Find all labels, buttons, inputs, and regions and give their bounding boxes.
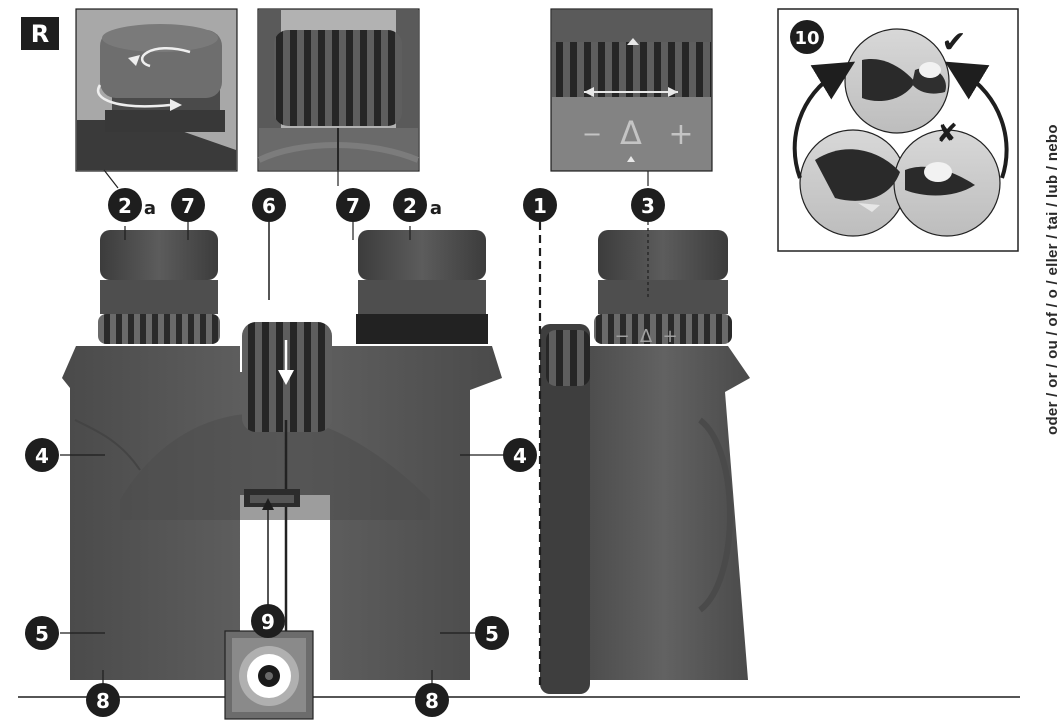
badge-9-text: 9 xyxy=(261,610,275,634)
binocular-front-view xyxy=(62,230,502,690)
incorrect-mark-icon: ✘ xyxy=(936,119,958,149)
section-label: R xyxy=(21,17,59,50)
badge-5-right: 5 xyxy=(475,616,509,650)
diopter-center-label: Δ xyxy=(620,114,642,152)
badge-7-left: 7 xyxy=(171,188,205,222)
badge-8-right: 8 xyxy=(415,683,449,717)
badge-10 xyxy=(790,20,824,54)
badge-8-left: 8 xyxy=(86,683,120,717)
badge-4-left-text: 4 xyxy=(35,444,49,468)
badge-1: 1 xyxy=(523,188,557,222)
binocular-side-view: − Δ + xyxy=(540,230,750,694)
inset-tripod-socket xyxy=(224,630,314,720)
eyecup-side xyxy=(598,230,728,280)
eyepiece-center-label: Δ xyxy=(640,326,653,347)
callout-badges: 2 a 7 6 7 2 a 1 3 4 xyxy=(25,188,665,717)
badge-2a-right-text: 2 xyxy=(403,194,417,218)
badge-6: 6 xyxy=(252,188,286,222)
eyecup-right xyxy=(358,230,486,280)
badge-5-right-text: 5 xyxy=(485,622,499,646)
side-caption: oder / or / ou / of / o / eller / tai / … xyxy=(1044,124,1058,435)
badge-6-text: 6 xyxy=(262,194,276,218)
badge-2a-left-suffix: a xyxy=(144,198,156,219)
badge-7-left-text: 7 xyxy=(181,194,195,218)
inset-focus-wheel xyxy=(257,8,420,186)
diopter-ring-side xyxy=(594,314,732,344)
eyecup-left xyxy=(100,230,218,280)
badge-1-text: 1 xyxy=(533,194,547,218)
badge-2a-left-text: 2 xyxy=(118,194,132,218)
badge-2a-right: 2 a xyxy=(393,188,442,222)
diopter-minus-label: − xyxy=(582,120,602,148)
badge-8-left-text: 8 xyxy=(96,689,110,713)
badge-3-text: 3 xyxy=(641,194,655,218)
diopter-plus-label: + xyxy=(668,117,693,152)
inset-diopter-scale: − Δ + xyxy=(550,8,713,186)
eyepiece-plus-label: + xyxy=(662,326,677,347)
ring-right xyxy=(356,314,488,344)
badge-4-left: 4 xyxy=(25,438,59,472)
inset-image-merge: ✔ ✘ 10 xyxy=(777,8,1019,252)
eyepiece-minus-label: − xyxy=(614,326,629,347)
badge-5-left: 5 xyxy=(25,616,59,650)
badge-9: 9 xyxy=(251,604,285,638)
badge-3: 3 xyxy=(631,188,665,222)
correct-mark-icon: ✔ xyxy=(941,25,966,60)
badge-4-right: 4 xyxy=(503,438,537,472)
badge-10-text: 10 xyxy=(794,28,819,49)
badge-8-right-text: 8 xyxy=(425,689,439,713)
badge-2a-right-suffix: a xyxy=(430,198,442,219)
badge-5-left-text: 5 xyxy=(35,622,49,646)
badge-7-right-text: 7 xyxy=(346,194,360,218)
badge-2a-left: 2 a xyxy=(108,188,156,222)
diopter-ring-left xyxy=(98,314,220,344)
badge-4-right-text: 4 xyxy=(513,444,527,468)
section-label-text: R xyxy=(31,20,49,48)
inset-eyecup-twist xyxy=(75,8,238,189)
badge-7-right: 7 xyxy=(336,188,370,222)
